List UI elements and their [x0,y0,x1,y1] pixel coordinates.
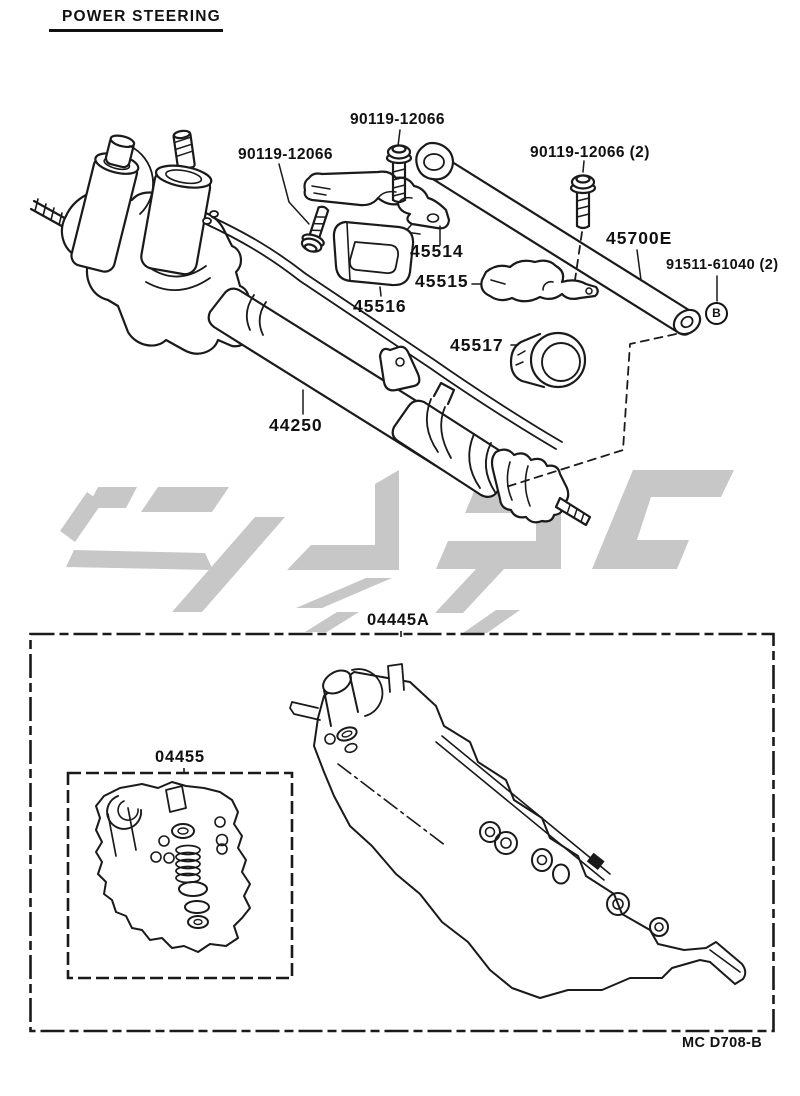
part-label-45515: 45515 [415,271,469,291]
bushing-drawing [332,220,415,287]
part-label-04445a: 04445A [367,611,430,629]
clamp-drawing [480,259,599,303]
page-title: POWER STEERING [62,8,221,25]
gasket-kit-inner-box [66,771,294,980]
title-underline [49,29,223,32]
placement-dashed-lines [505,231,677,488]
bolt-right-drawing [569,174,597,230]
part-label-44250: 44250 [269,415,323,435]
pressure-tube-drawing [415,141,702,336]
part-label-45516: 45516 [353,296,407,316]
grommet-drawing [509,331,587,389]
part-label-04455: 04455 [155,748,205,766]
part-label-91511: 91511-61040 (2) [666,257,779,273]
gasket-kit-inner-drawing [95,781,251,953]
part-label-45517: 45517 [450,335,504,355]
part-label-bolt-left: 90119-12066 [238,146,333,163]
gasket-kit-outer-drawing [289,663,747,999]
bolt-top-drawing [385,144,413,204]
part-label-bolt-right: 90119-12066 (2) [530,144,650,161]
part-label-bolt-top: 90119-12066 [350,111,445,128]
steering-valve-assembly-drawing [29,129,252,355]
watermark-logo [60,470,734,633]
drawing-code: MC D708-B [682,1035,763,1051]
pressure-pipes-drawing [202,210,563,450]
circled-b-washer-symbol: B [705,302,728,325]
part-label-45700e: 45700E [606,228,673,248]
steering-gear-drawing [207,287,592,527]
bolt-left-drawing [300,205,330,253]
part-label-45514: 45514 [410,241,464,261]
gasket-kit-outer-box [29,632,775,1033]
